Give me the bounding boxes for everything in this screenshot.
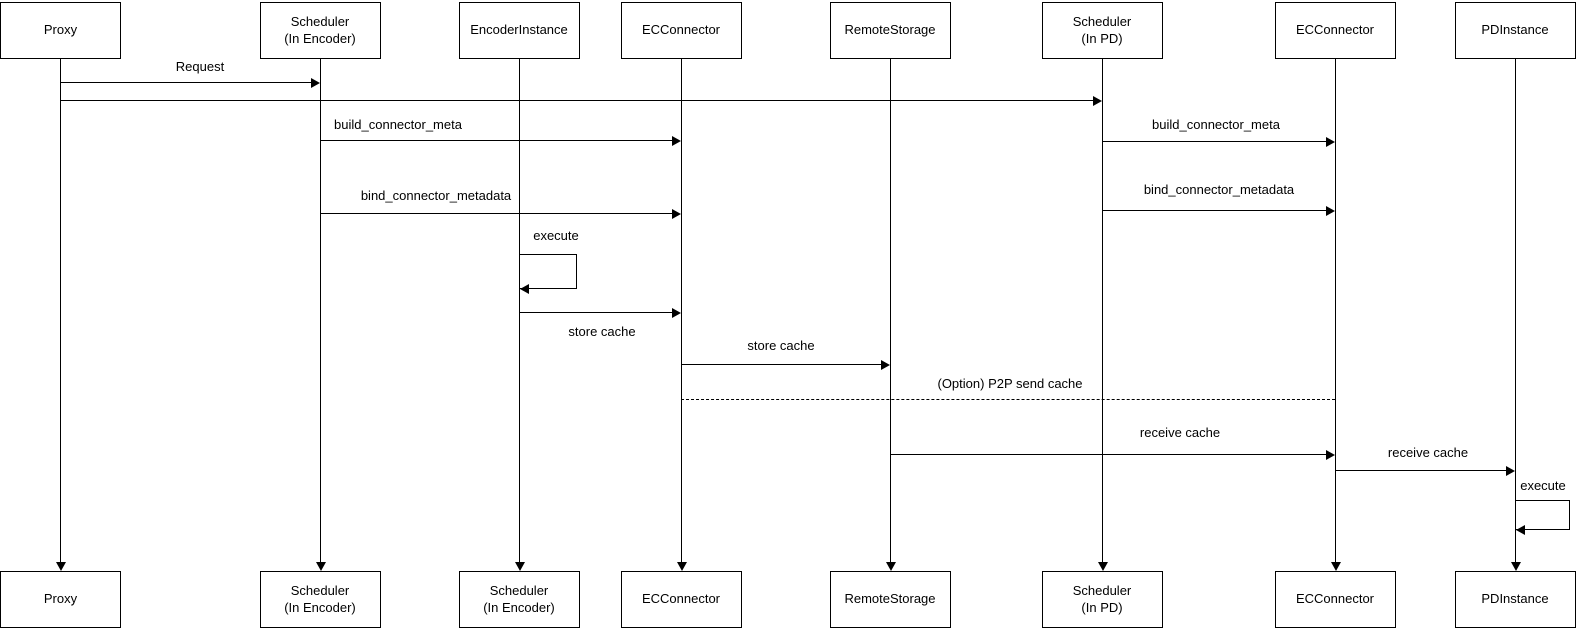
message-arrowhead-bind-connector-metadata-encoder	[672, 208, 681, 219]
lifeline-arrowhead-ec-connector-2	[1330, 562, 1341, 571]
message-label-bind-connector-metadata-pd: bind_connector_metadata	[1141, 182, 1297, 197]
actor-top-proxy: Proxy	[0, 2, 121, 59]
message-arrowhead-proxy-to-scheduler-pd	[1093, 95, 1102, 106]
message-label-receive-cache-storage-to-ecconnector: receive cache	[1137, 425, 1223, 440]
actor-bottom-scheduler-pd: Scheduler (In PD)	[1041, 571, 1163, 628]
lifeline-remote-storage	[890, 59, 891, 563]
lifeline-scheduler-encoder	[320, 59, 321, 563]
lifeline-arrowhead-encoder-instance	[514, 562, 525, 571]
lifeline-pd-instance	[1515, 59, 1516, 563]
actor-bottom-scheduler-encoder: Scheduler (In Encoder)	[259, 571, 381, 628]
message-arrowhead-build-connector-meta-pd	[1326, 136, 1335, 147]
message-line-receive-cache-ecconnector-to-pd	[1336, 470, 1513, 471]
message-label-store-cache-ecconnector-to-storage: store cache	[745, 338, 817, 353]
message-line-p2p-send-cache	[681, 399, 1335, 400]
message-label-store-cache-encoder-to-ecconnector: store cache	[566, 324, 638, 339]
actor-bottom-remote-storage: RemoteStorage	[829, 571, 951, 628]
actor-top-remote-storage: RemoteStorage	[829, 2, 951, 59]
lifeline-arrowhead-pd-instance	[1510, 562, 1521, 571]
message-arrowhead-store-cache-ecconnector-to-storage	[881, 359, 890, 370]
self-loop-execute-pd-instance	[1515, 500, 1570, 530]
message-label-request: Request	[173, 59, 227, 74]
actor-top-scheduler-encoder: Scheduler (In Encoder)	[259, 2, 381, 59]
message-line-build-connector-meta-encoder	[320, 140, 679, 141]
message-arrowhead-receive-cache-storage-to-ecconnector	[1326, 449, 1335, 460]
message-arrowhead-request	[311, 77, 320, 88]
message-label-build-connector-meta-pd: build_connector_meta	[1150, 117, 1282, 132]
lifeline-arrowhead-scheduler-encoder	[315, 562, 326, 571]
message-line-proxy-to-scheduler-pd	[60, 100, 1100, 101]
lifeline-ec-connector-1	[681, 59, 682, 563]
message-line-bind-connector-metadata-pd	[1102, 210, 1333, 211]
self-loop-arrowhead-execute-pd-instance	[1516, 524, 1525, 535]
actor-bottom-encoder-instance: Scheduler (In Encoder)	[458, 571, 580, 628]
actor-top-pd-instance: PDInstance	[1454, 2, 1576, 59]
lifeline-proxy	[60, 59, 61, 563]
message-line-bind-connector-metadata-encoder	[320, 213, 679, 214]
message-line-store-cache-encoder-to-ecconnector	[519, 312, 679, 313]
self-loop-arrowhead-execute-encoder-instance	[520, 283, 529, 294]
lifeline-arrowhead-remote-storage	[885, 562, 896, 571]
message-label-receive-cache-ecconnector-to-pd: receive cache	[1385, 445, 1471, 460]
self-loop-label-execute-pd-instance: execute	[1518, 478, 1568, 493]
message-label-build-connector-meta-encoder: build_connector_meta	[332, 117, 464, 132]
message-line-request	[60, 82, 318, 83]
actor-bottom-ec-connector-2: ECConnector	[1274, 571, 1396, 628]
actor-bottom-proxy: Proxy	[0, 571, 121, 628]
actor-top-encoder-instance: EncoderInstance	[458, 2, 580, 59]
lifeline-arrowhead-ec-connector-1	[676, 562, 687, 571]
actor-bottom-ec-connector-1: ECConnector	[620, 571, 742, 628]
message-label-bind-connector-metadata-encoder: bind_connector_metadata	[358, 188, 514, 203]
actor-bottom-pd-instance: PDInstance	[1454, 571, 1576, 628]
message-line-build-connector-meta-pd	[1102, 141, 1333, 142]
message-arrowhead-bind-connector-metadata-pd	[1326, 205, 1335, 216]
actor-top-ec-connector-1: ECConnector	[620, 2, 742, 59]
message-line-store-cache-ecconnector-to-storage	[681, 364, 888, 365]
lifeline-ec-connector-2	[1335, 59, 1336, 563]
lifeline-scheduler-pd	[1102, 59, 1103, 563]
message-label-p2p-send-cache: (Option) P2P send cache	[935, 376, 1085, 391]
self-loop-label-execute-encoder-instance: execute	[531, 228, 581, 243]
lifeline-arrowhead-scheduler-pd	[1097, 562, 1108, 571]
actor-top-ec-connector-2: ECConnector	[1274, 2, 1396, 59]
message-line-receive-cache-storage-to-ecconnector	[890, 454, 1333, 455]
lifeline-arrowhead-proxy	[55, 562, 66, 571]
message-arrowhead-build-connector-meta-encoder	[672, 135, 681, 146]
self-loop-execute-encoder-instance	[519, 254, 577, 289]
message-arrowhead-store-cache-encoder-to-ecconnector	[672, 307, 681, 318]
lifeline-encoder-instance	[519, 59, 520, 563]
message-arrowhead-receive-cache-ecconnector-to-pd	[1506, 465, 1515, 476]
actor-top-scheduler-pd: Scheduler (In PD)	[1041, 2, 1163, 59]
